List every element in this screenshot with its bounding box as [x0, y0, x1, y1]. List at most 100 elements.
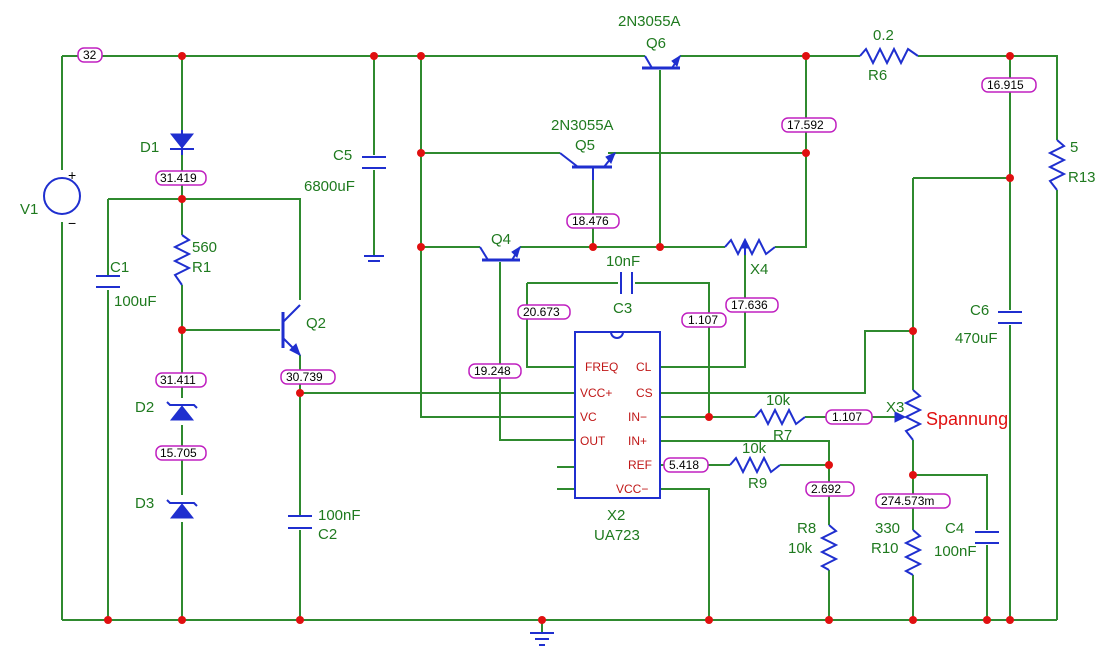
q5-model: 2N3055A — [551, 117, 614, 134]
svg-text:1.107: 1.107 — [688, 313, 718, 327]
c3-capacitor — [620, 272, 633, 294]
d1-diode — [169, 130, 195, 155]
c2-value: 100nF — [318, 507, 361, 524]
x2-label: X2 — [607, 507, 625, 524]
voltage-tag-17636: 17.636 — [725, 297, 779, 313]
ic-pin-vccm: VCC− — [616, 482, 648, 496]
r6-resistor — [859, 46, 919, 66]
x3-potentiometer — [903, 389, 923, 441]
voltage-tag-2692: 2.692 — [805, 481, 855, 497]
c2-capacitor — [288, 515, 312, 529]
v1-voltage-source: + − — [43, 167, 81, 231]
r9-value: 10k — [742, 440, 767, 457]
r1-resistor — [172, 234, 192, 286]
c5-capacitor — [362, 156, 386, 169]
x2-ua723-ic — [574, 331, 661, 499]
voltage-tag-17592: 17.592 — [781, 117, 837, 133]
ic-pin-out: OUT — [580, 434, 606, 448]
svg-text:15.705: 15.705 — [160, 446, 197, 460]
x2-model: UA723 — [594, 527, 640, 544]
svg-text:274.573m: 274.573m — [881, 494, 934, 508]
r9-resistor — [729, 455, 781, 475]
ground-symbol-main — [530, 632, 554, 646]
r9-label: R9 — [748, 475, 767, 492]
r13-value: 5 — [1070, 139, 1078, 156]
svg-text:−: − — [68, 215, 76, 231]
ground-symbol — [364, 255, 384, 262]
d3-label: D3 — [135, 495, 154, 512]
junctions — [104, 52, 1014, 624]
voltage-tag-30739: 30.739 — [280, 369, 336, 385]
r8-resistor — [819, 524, 839, 571]
svg-text:1.107: 1.107 — [832, 410, 862, 424]
ic-pin-ref: REF — [628, 458, 652, 472]
d2-label: D2 — [135, 399, 154, 416]
ic-pin-cs: CS — [636, 386, 653, 400]
x3-spannung-note: Spannung — [926, 409, 1008, 429]
q6-model: 2N3055A — [618, 13, 681, 30]
voltage-tag-31411: 31.411 — [155, 372, 207, 388]
q4-label: Q4 — [491, 231, 511, 248]
c3-value: 10nF — [606, 253, 640, 270]
svg-text:2.692: 2.692 — [811, 482, 841, 496]
svg-text:31.419: 31.419 — [160, 171, 197, 185]
c1-value: 100uF — [114, 293, 157, 310]
voltage-tag-274573m: 274.573m — [875, 493, 951, 509]
x4-potentiometer — [724, 237, 776, 257]
c4-label: C4 — [945, 520, 964, 537]
voltage-tag-19248: 19.248 — [468, 363, 522, 379]
q5-transistor — [559, 152, 616, 180]
r13-label: R13 — [1068, 169, 1096, 186]
r6-label: R6 — [868, 67, 887, 84]
c2-label: C2 — [318, 526, 337, 543]
ic-pin-vccp: VCC+ — [580, 386, 612, 400]
q2-transistor — [281, 304, 301, 357]
d1-label: D1 — [140, 139, 159, 156]
d3-zener — [166, 499, 198, 519]
c6-capacitor — [998, 311, 1022, 324]
r7-value: 10k — [766, 392, 791, 409]
svg-text:30.739: 30.739 — [286, 370, 323, 384]
r10-resistor — [903, 529, 923, 576]
c5-label: C5 — [333, 147, 352, 164]
r8-value: 10k — [788, 540, 813, 557]
c5-value: 6800uF — [304, 178, 355, 195]
ic-pin-inp: IN+ — [628, 434, 647, 448]
v1-label: V1 — [20, 201, 38, 218]
c1-capacitor — [96, 275, 120, 288]
c6-value: 470uF — [955, 330, 998, 347]
wires — [61, 55, 1058, 632]
q6-label: Q6 — [646, 35, 666, 52]
r10-label: R10 — [871, 540, 899, 557]
c1-label: C1 — [110, 259, 129, 276]
svg-text:17.592: 17.592 — [787, 118, 824, 132]
voltage-tag-5418: 5.418 — [663, 457, 709, 473]
svg-text:20.673: 20.673 — [523, 305, 560, 319]
q2-label: Q2 — [306, 315, 326, 332]
r13-resistor — [1047, 139, 1067, 191]
voltage-tag-1107-cl: 1.107 — [681, 312, 727, 328]
voltage-tag-31419: 31.419 — [155, 170, 207, 186]
c6-label: C6 — [970, 302, 989, 319]
voltage-tag-1107-inm: 1.107 — [825, 409, 873, 425]
x3-label: X3 — [886, 399, 904, 416]
svg-text:32: 32 — [83, 48, 97, 62]
svg-text:16.915: 16.915 — [987, 78, 1024, 92]
r10-value: 330 — [875, 520, 900, 537]
x4-label: X4 — [750, 261, 768, 278]
ic-pin-vc: VC — [580, 410, 597, 424]
voltage-tag-16915: 16.915 — [981, 77, 1037, 93]
svg-text:+: + — [68, 167, 76, 183]
svg-text:18.476: 18.476 — [572, 214, 609, 228]
voltage-tag-18476: 18.476 — [566, 213, 620, 229]
q4-transistor — [479, 245, 521, 262]
r1-value: 560 — [192, 239, 217, 256]
c4-capacitor — [975, 531, 999, 544]
ic-pin-cl: CL — [636, 360, 652, 374]
ic-pin-inm: IN− — [628, 410, 647, 424]
ic-pin-freq: FREQ — [585, 360, 618, 374]
q5-label: Q5 — [575, 137, 595, 154]
svg-text:5.418: 5.418 — [669, 458, 699, 472]
r7-resistor — [754, 407, 806, 427]
